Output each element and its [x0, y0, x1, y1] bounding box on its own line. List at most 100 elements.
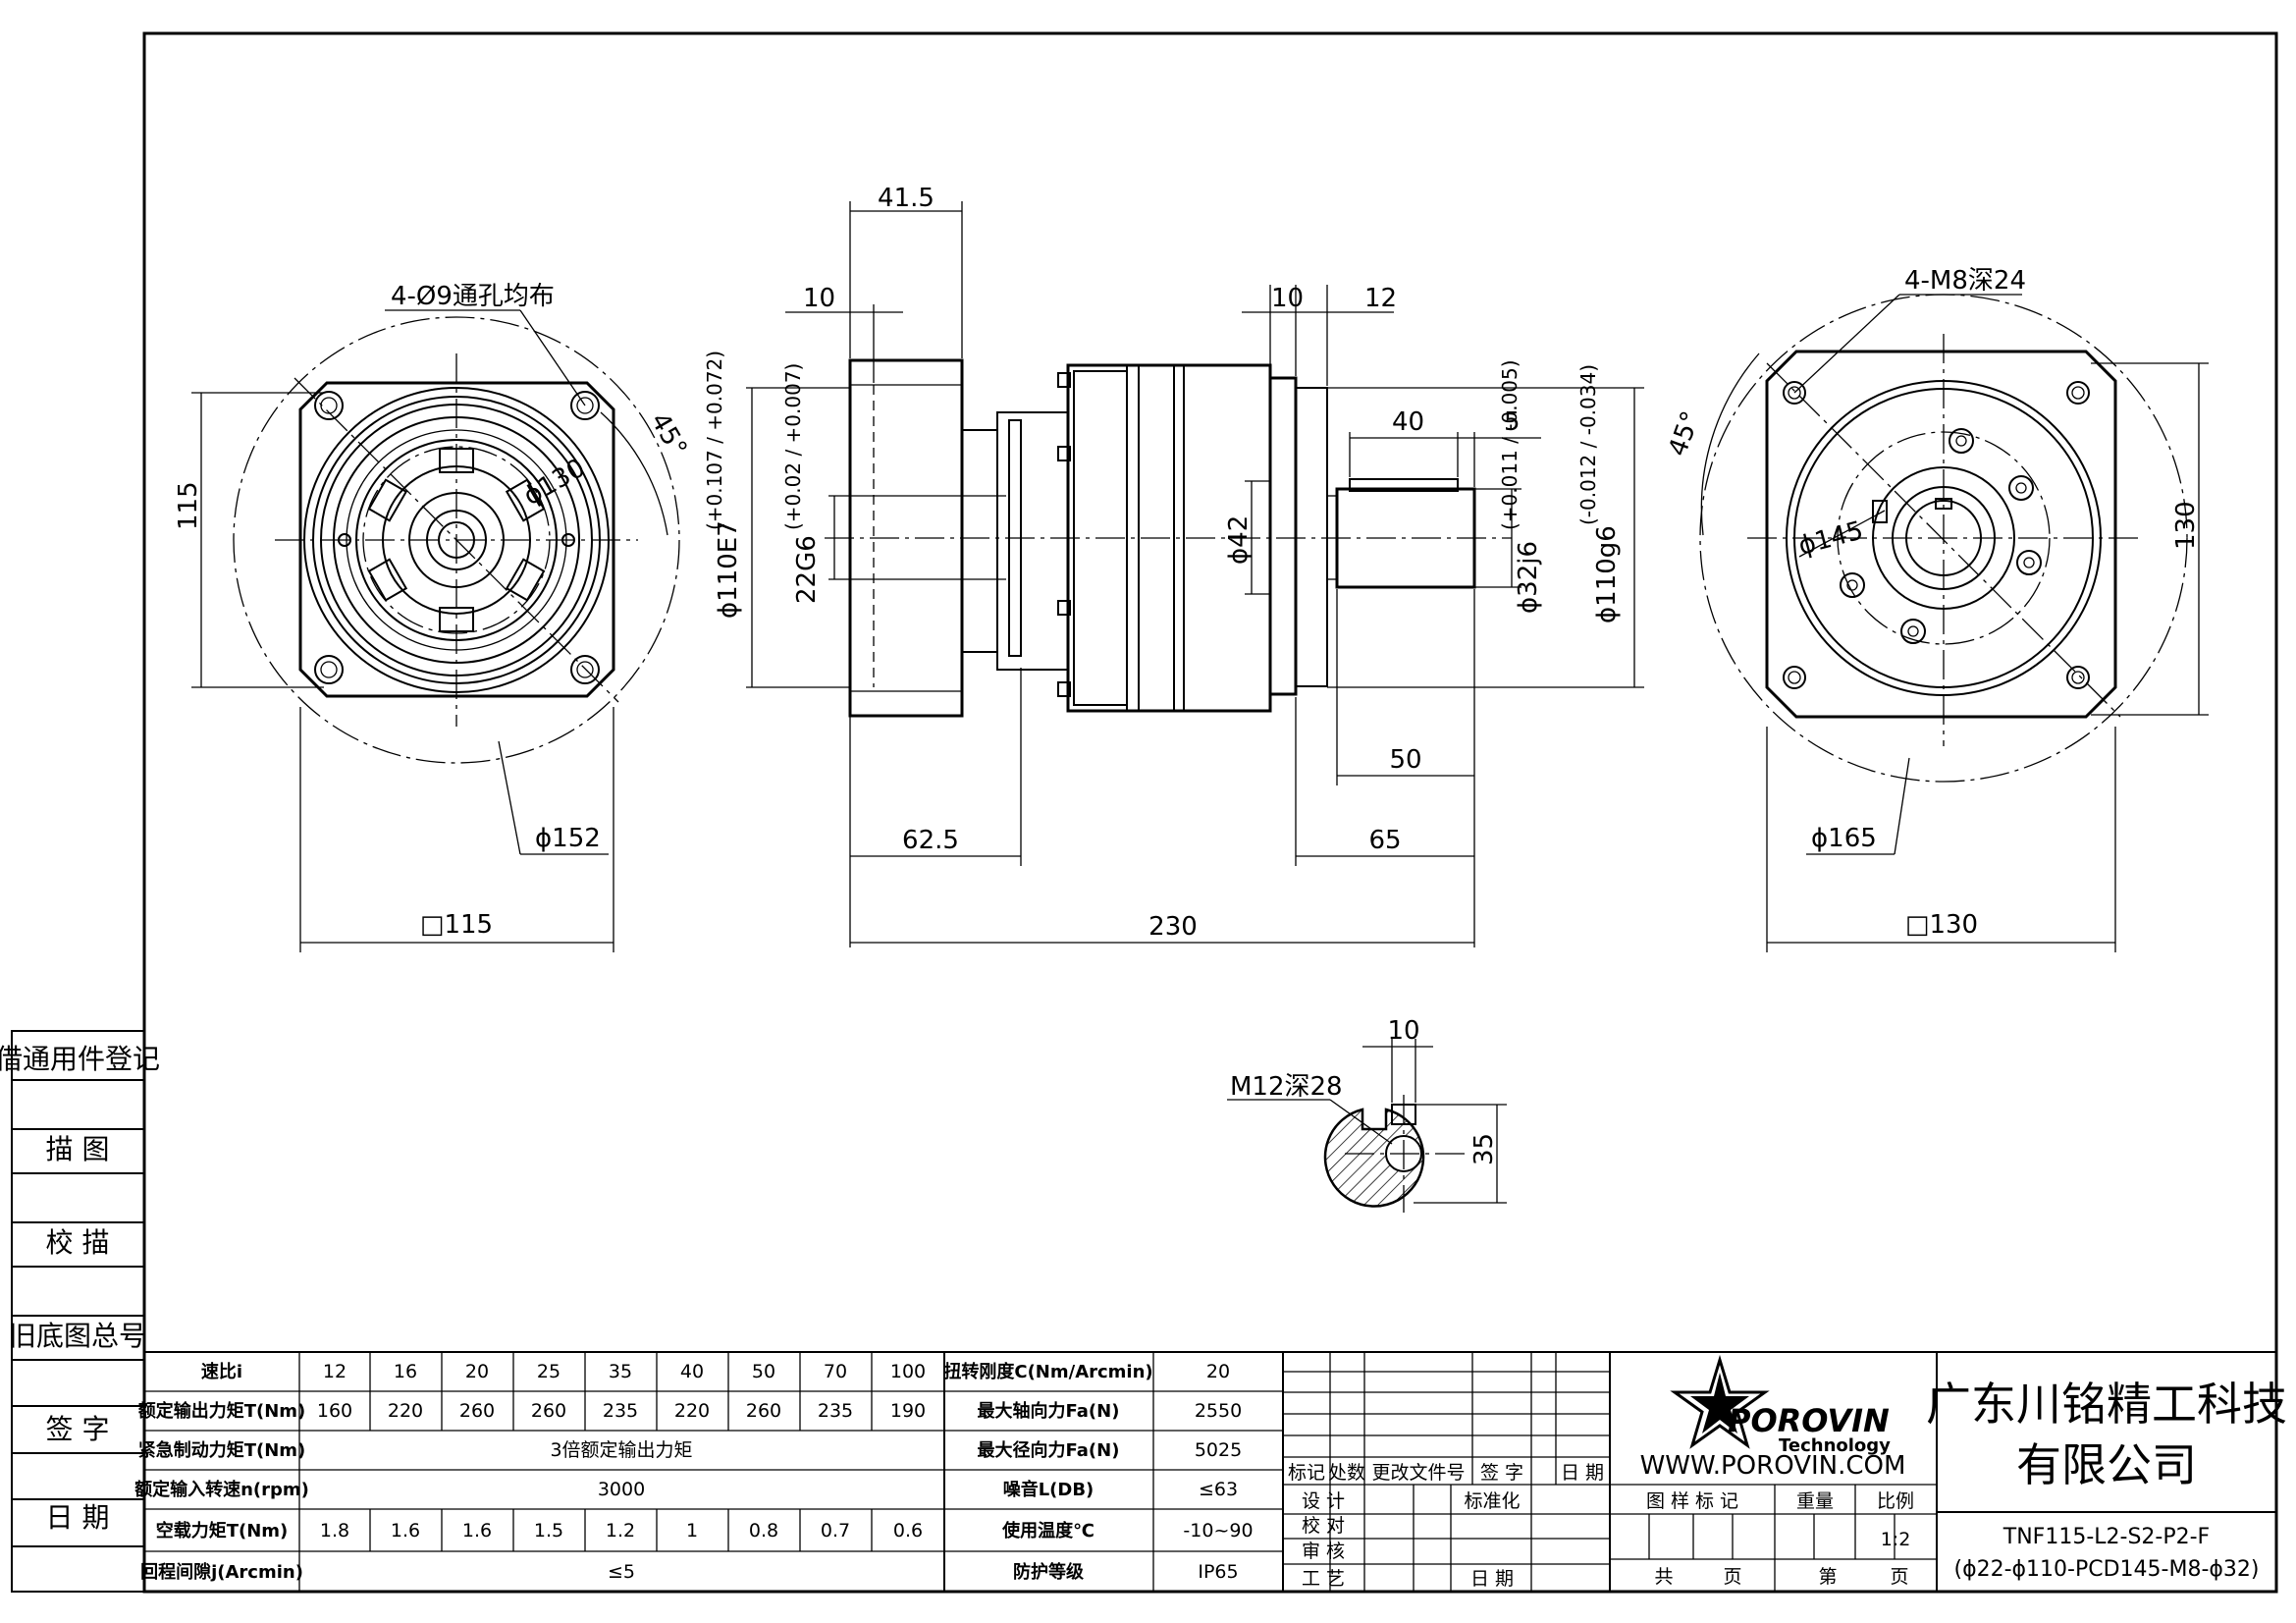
spec-cell: 0.8 — [749, 1520, 778, 1542]
rear-view: 4-M8深24 45° ϕ145 ϕ165 130 □130 — [1663, 266, 2209, 952]
front-height-label: 115 — [174, 481, 203, 530]
rear-height-label: 130 — [2171, 501, 2201, 550]
spec-cell: 20 — [465, 1361, 489, 1382]
spec-cell: 16 — [394, 1361, 417, 1382]
spec-cell: 0.6 — [893, 1520, 923, 1542]
spec-cell: 35 — [609, 1361, 632, 1382]
title-block: 标记 处数 更改文件号 签 字 日 期 设 计 校 对 审 核 工 艺 标准化 … — [1282, 1351, 2287, 1593]
strip-label: 借通用件登记 — [0, 1043, 160, 1075]
section-view: 10 M12深28 35 — [1227, 1016, 1507, 1213]
dim-10-left: 10 — [803, 284, 835, 313]
strip-label: 描 图 — [46, 1133, 110, 1165]
spec-cell: 235 — [603, 1400, 638, 1422]
sheet-label: 共 — [1654, 1566, 1673, 1588]
sheet-label: 页 — [1890, 1566, 1908, 1588]
logo-text: POROVIN — [1728, 1402, 1890, 1439]
front-angle-label: 45° — [644, 408, 692, 462]
model-line1: TNF115-L2-S2-P2-F — [2002, 1525, 2210, 1549]
spec-cell: 190 — [890, 1400, 926, 1422]
dim-41-5: 41.5 — [878, 184, 934, 213]
dim-110E7-tol: (+0.107 / +0.072) — [703, 351, 726, 530]
spec-row-label: 紧急制动力矩T(Nm) — [138, 1439, 306, 1461]
spec-cell: 0.7 — [821, 1520, 850, 1542]
section-height: 35 — [1469, 1133, 1499, 1165]
rev-header: 签 字 — [1480, 1462, 1523, 1484]
spec-row-label: 额定输出力矩T(Nm) — [138, 1400, 306, 1422]
logo-sub: Technology — [1779, 1435, 1891, 1456]
strip-label: 旧底图总号 — [9, 1320, 146, 1352]
prop-label: 使用温度℃ — [1001, 1520, 1095, 1542]
spec-cell: 220 — [388, 1400, 423, 1422]
strip-label: 日 期 — [46, 1501, 110, 1534]
spec-cell: 1.6 — [391, 1520, 420, 1542]
spec-cell: 40 — [680, 1361, 704, 1382]
prop-label: 噪音L(DB) — [1003, 1479, 1095, 1500]
side-view: 41.5 10 10 12 40 5 ϕ110E7 (+0.107 / +0.0… — [703, 184, 1644, 947]
spec-cell: 235 — [818, 1400, 853, 1422]
company-name-line1: 广东川铭精工科技 — [1926, 1378, 2287, 1431]
rev-header: 处数 — [1328, 1462, 1365, 1484]
spec-span-cell: 3倍额定输出力矩 — [550, 1439, 692, 1461]
spec-cell: 1.2 — [606, 1520, 635, 1542]
dim-10-right: 10 — [1271, 284, 1304, 313]
rear-pcd-label: ϕ145 — [1795, 515, 1866, 561]
front-width-label: □115 — [420, 910, 493, 940]
prop-value: ≤63 — [1199, 1479, 1238, 1500]
front-outer-label: ϕ152 — [535, 824, 601, 853]
date-label: 日 期 — [1470, 1568, 1514, 1590]
prop-label: 最大径向力Fa(N) — [978, 1439, 1120, 1461]
website-label: WWW.POROVIN.COM — [1640, 1451, 1906, 1481]
sign-row: 设 计 — [1302, 1490, 1345, 1512]
dim-5: 5 — [1504, 407, 1521, 437]
front-holes-label: 4-Ø9通孔均布 — [391, 282, 555, 311]
sign-row: 工 艺 — [1302, 1568, 1345, 1590]
spec-cell: 1.6 — [462, 1520, 492, 1542]
strip-label: 校 描 — [46, 1226, 110, 1259]
info-header: 图 样 标 记 — [1646, 1490, 1738, 1512]
spec-cell: 220 — [674, 1400, 710, 1422]
spec-cell: 50 — [752, 1361, 775, 1382]
spec-cell: 260 — [459, 1400, 495, 1422]
dim-62-5: 62.5 — [902, 826, 959, 855]
strip-label: 签 字 — [46, 1413, 110, 1445]
dim-110E7: ϕ110E7 — [714, 520, 743, 619]
rear-holes-label: 4-M8深24 — [1904, 266, 2026, 296]
spec-cell: 1.5 — [534, 1520, 563, 1542]
prop-value: -10~90 — [1183, 1520, 1253, 1542]
prop-value: IP65 — [1198, 1561, 1238, 1583]
left-strip: 借通用件登记 描 图 校 描 旧底图总号 签 字 日 期 — [0, 1030, 160, 1593]
prop-value: 20 — [1206, 1361, 1230, 1382]
spec-cell: 160 — [317, 1400, 352, 1422]
rear-width-label: □130 — [1905, 910, 1978, 940]
dim-40: 40 — [1392, 407, 1424, 437]
spec-cell: 260 — [746, 1400, 781, 1422]
rear-outer-label: ϕ165 — [1811, 824, 1877, 853]
front-pcd-label: ϕ130 — [519, 454, 591, 512]
dim-32j6: ϕ32j6 — [1514, 541, 1543, 614]
spec-row-label: 额定输入转速n(rpm) — [134, 1479, 309, 1500]
front-view: 4-Ø9通孔均布 45° ϕ130 ϕ152 115 □115 — [174, 282, 692, 952]
prop-label: 扭转刚度C(Nm/Arcmin) — [943, 1361, 1152, 1382]
dim-50: 50 — [1389, 745, 1421, 775]
spec-row-label: 空载力矩T(Nm) — [156, 1520, 289, 1542]
sheet-label: 页 — [1723, 1566, 1741, 1588]
dim-110g6: ϕ110g6 — [1592, 525, 1622, 623]
rev-header: 日 期 — [1561, 1462, 1604, 1484]
spec-cell: 25 — [537, 1361, 561, 1382]
spec-cell: 1 — [686, 1520, 698, 1542]
rear-angle-label: 45° — [1663, 407, 1706, 460]
dim-42: ϕ42 — [1224, 515, 1254, 565]
prop-value: 5025 — [1195, 1439, 1242, 1461]
spec-row-label: 回程间隙j(Arcmin) — [140, 1561, 303, 1583]
model-line2: (ϕ22-ϕ110-PCD145-M8-ϕ32) — [1954, 1557, 2260, 1582]
dim-32j6-tol: (+0.011 / -0.005) — [1498, 359, 1522, 530]
dim-110g6-tol: (-0.012 / -0.034) — [1576, 364, 1600, 525]
spec-cell: 70 — [824, 1361, 847, 1382]
sign-row: 校 对 — [1302, 1515, 1345, 1537]
rev-header: 标记 — [1288, 1462, 1325, 1484]
company-name-line2: 有限公司 — [2016, 1438, 2197, 1491]
dim-12: 12 — [1364, 284, 1397, 313]
standardize-label: 标准化 — [1464, 1490, 1520, 1512]
